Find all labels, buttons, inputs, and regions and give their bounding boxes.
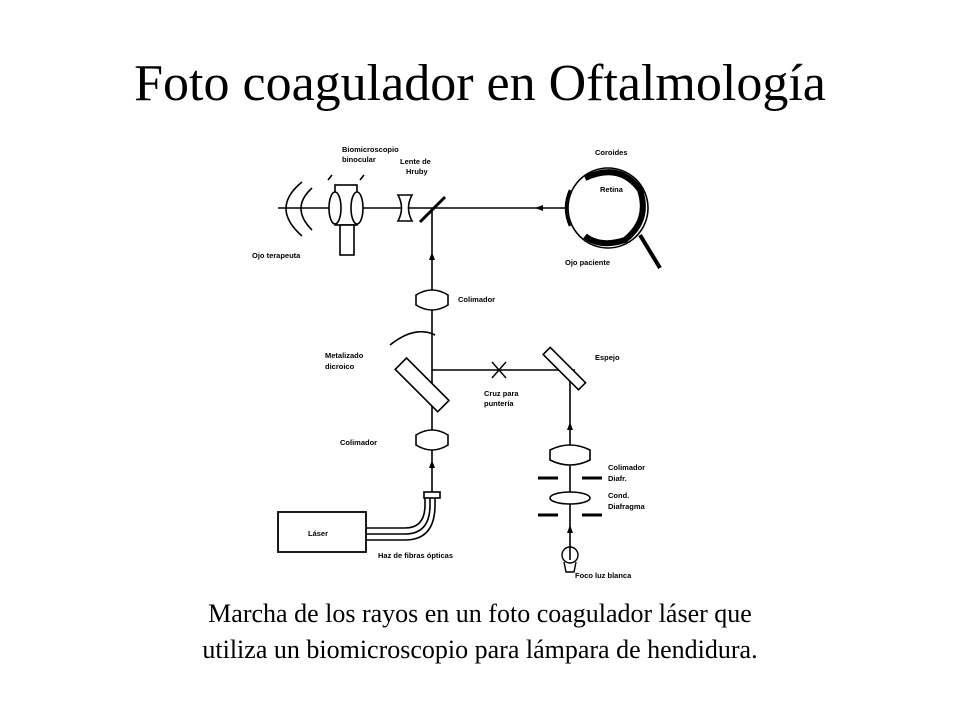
mirror bbox=[541, 346, 587, 391]
crosshair bbox=[491, 361, 507, 379]
label-diafragma: Diafragma bbox=[608, 502, 646, 511]
label-lente-1: Lente de bbox=[400, 157, 431, 166]
label-colimador-top: Colimador bbox=[458, 295, 495, 304]
label-coroides: Coroides bbox=[595, 148, 628, 157]
label-biomicroscopio-2: binocular bbox=[342, 155, 376, 164]
arrow-up-4 bbox=[567, 422, 573, 430]
label-cruz-1: Cruz para bbox=[484, 389, 519, 398]
optical-diagram: Biomicroscopio binocular Lente de Hruby … bbox=[240, 140, 700, 585]
label-metalizado-2: dicroico bbox=[325, 362, 355, 371]
label-biomicroscopio-1: Biomicroscopio bbox=[342, 145, 399, 154]
arrow-left-2 bbox=[535, 205, 543, 211]
label-ojo-paciente: Ojo paciente bbox=[565, 258, 610, 267]
hruby-lens bbox=[396, 194, 414, 222]
beam-splitter-top bbox=[418, 195, 447, 224]
caption-line-2: utiliza un biomicroscopio para lámpara d… bbox=[202, 635, 758, 664]
patient-eye bbox=[564, 167, 662, 270]
biomicroscope bbox=[327, 174, 365, 256]
label-colimador-right: Colimador bbox=[608, 463, 645, 472]
label-metalizado-1: Metalizado bbox=[325, 351, 364, 360]
collimator-left-lens bbox=[415, 429, 449, 451]
arrow-up-3 bbox=[429, 460, 435, 468]
slide-title: Foto coagulador en Oftalmología bbox=[134, 55, 826, 112]
optical-path-svg: Biomicroscopio binocular Lente de Hruby … bbox=[252, 145, 662, 580]
label-colimador-left: Colimador bbox=[340, 438, 377, 447]
arrow-up-5 bbox=[567, 525, 573, 533]
bulb-icon bbox=[561, 546, 579, 573]
label-diafr: Diafr. bbox=[608, 474, 627, 483]
label-haz: Haz de fibras ópticas bbox=[378, 551, 453, 560]
dichroic-mirror bbox=[389, 330, 451, 413]
laser-box bbox=[277, 511, 367, 553]
therapist-eye bbox=[285, 181, 313, 237]
label-ojo-terapeuta: Ojo terapeuta bbox=[252, 251, 301, 260]
label-lente-2: Hruby bbox=[406, 167, 428, 176]
arrow-up-1 bbox=[429, 252, 435, 260]
caption: Marcha de los rayos en un foto coagulado… bbox=[0, 596, 960, 668]
label-cruz-2: puntería bbox=[484, 399, 514, 408]
fiber-bundle bbox=[366, 491, 441, 541]
caption-line-1: Marcha de los rayos en un foto coagulado… bbox=[208, 599, 752, 628]
white-light-optics bbox=[538, 444, 602, 517]
collimator-top-lens bbox=[415, 289, 449, 311]
label-foco: Foco luz blanca bbox=[575, 571, 632, 580]
label-laser: Láser bbox=[308, 529, 328, 538]
label-espejo: Espejo bbox=[595, 353, 620, 362]
label-cond: Cond. bbox=[608, 491, 629, 500]
label-retina: Retina bbox=[600, 185, 624, 194]
